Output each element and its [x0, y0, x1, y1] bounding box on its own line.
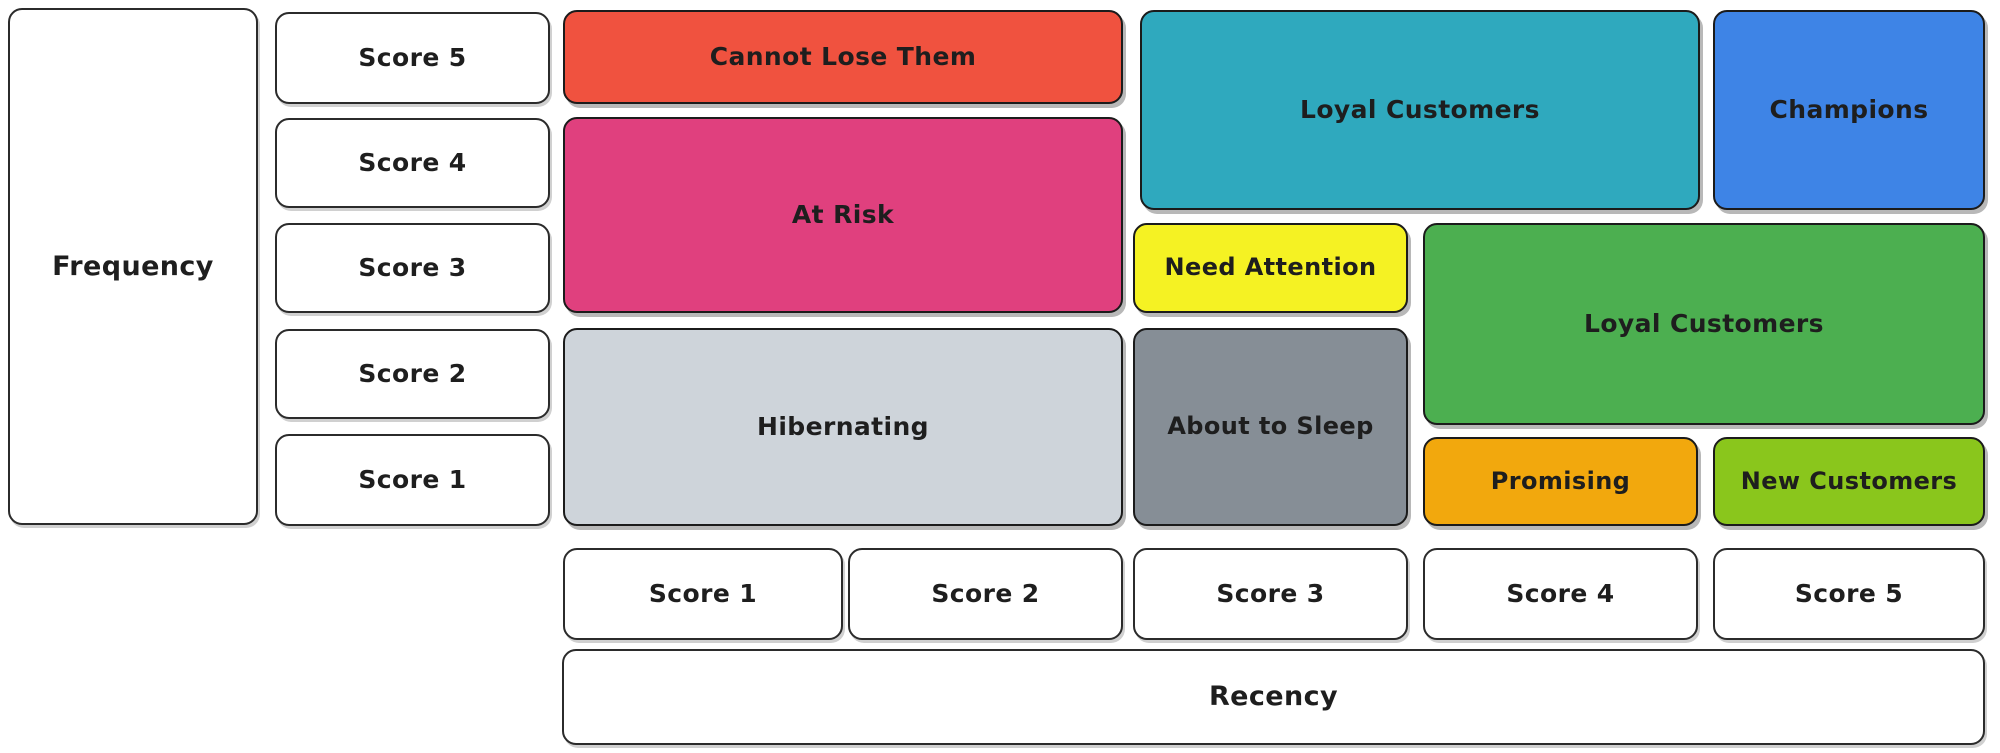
- recency-score-3-label: Score 3: [1216, 578, 1325, 608]
- recency-score-1[interactable]: Score 1: [563, 548, 843, 640]
- segment-cannot-lose-them-label: Cannot Lose Them: [709, 41, 977, 71]
- frequency-score-1[interactable]: Score 1: [275, 434, 550, 526]
- recency-score-4-label: Score 4: [1506, 578, 1615, 608]
- recency-score-5[interactable]: Score 5: [1713, 548, 1985, 640]
- frequency-axis-label-box: Frequency: [8, 8, 258, 525]
- segment-champions[interactable]: Champions: [1713, 10, 1985, 210]
- frequency-score-4-label: Score 4: [358, 147, 467, 177]
- segment-loyal-customers-teal[interactable]: Loyal Customers: [1140, 10, 1700, 210]
- recency-score-4[interactable]: Score 4: [1423, 548, 1698, 640]
- frequency-score-2-label: Score 2: [358, 358, 467, 388]
- segment-loyal-customers-green[interactable]: Loyal Customers: [1423, 223, 1985, 425]
- frequency-score-2[interactable]: Score 2: [275, 329, 550, 419]
- segment-promising[interactable]: Promising: [1423, 437, 1698, 526]
- frequency-score-1-label: Score 1: [358, 464, 467, 494]
- recency-score-3[interactable]: Score 3: [1133, 548, 1408, 640]
- segment-need-attention-label: Need Attention: [1164, 253, 1377, 282]
- segment-hibernating[interactable]: Hibernating: [563, 328, 1123, 526]
- segment-at-risk[interactable]: At Risk: [563, 117, 1123, 313]
- frequency-score-4[interactable]: Score 4: [275, 118, 550, 208]
- recency-score-5-label: Score 5: [1794, 578, 1904, 608]
- segment-new-customers[interactable]: New Customers: [1713, 437, 1985, 526]
- frequency-score-5-label: Score 5: [358, 42, 467, 72]
- segment-promising-label: Promising: [1490, 466, 1631, 495]
- recency-axis-label-box: Recency: [562, 649, 1985, 745]
- segment-hibernating-label: Hibernating: [757, 411, 929, 441]
- segment-loyal-customers-green-label: Loyal Customers: [1584, 308, 1824, 338]
- segment-loyal-customers-teal-label: Loyal Customers: [1300, 94, 1540, 124]
- frequency-score-5[interactable]: Score 5: [275, 12, 550, 104]
- segment-about-to-sleep-label: About to Sleep: [1167, 412, 1374, 441]
- recency-axis-label: Recency: [1208, 681, 1339, 713]
- segment-champions-label: Champions: [1769, 94, 1929, 124]
- segment-about-to-sleep[interactable]: About to Sleep: [1133, 328, 1408, 526]
- recency-score-2[interactable]: Score 2: [848, 548, 1123, 640]
- frequency-score-3-label: Score 3: [358, 252, 467, 282]
- segment-cannot-lose-them[interactable]: Cannot Lose Them: [563, 10, 1123, 104]
- segment-at-risk-label: At Risk: [791, 199, 895, 229]
- frequency-axis-label: Frequency: [52, 250, 214, 282]
- segment-need-attention[interactable]: Need Attention: [1133, 223, 1408, 313]
- segment-new-customers-label: New Customers: [1740, 466, 1958, 495]
- frequency-score-3[interactable]: Score 3: [275, 223, 550, 313]
- recency-score-1-label: Score 1: [648, 578, 758, 608]
- recency-score-2-label: Score 2: [931, 578, 1040, 608]
